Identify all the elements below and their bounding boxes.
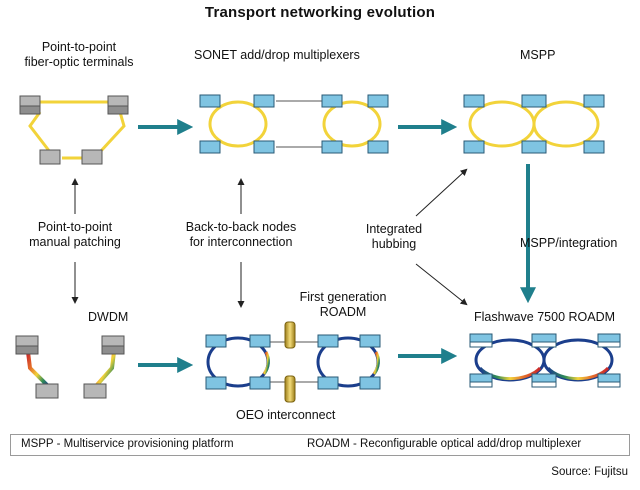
terminal-node [19, 95, 41, 115]
oeo-coupler [284, 375, 296, 403]
roadm-node [317, 376, 339, 390]
adm-node [199, 94, 221, 108]
label-mspp-integration: MSPP/integration [520, 236, 618, 250]
mspp-node [521, 140, 547, 154]
label-oeo-interconnect: OEO interconnect [236, 408, 336, 422]
p2p-terminals-network [19, 95, 129, 165]
dwdm-link [26, 351, 50, 388]
flashwave-node [531, 373, 557, 388]
adm-node [321, 94, 343, 108]
roadm-node [359, 376, 381, 390]
terminal-node [81, 149, 103, 165]
terminal-node [39, 149, 61, 165]
fiber-link [28, 111, 52, 153]
flashwave-node [469, 373, 493, 388]
flashwave-node [531, 333, 557, 348]
label-p2p-terminals: Point-to-point fiber-optic terminals [24, 40, 134, 69]
roadm-ring-highlight [372, 351, 380, 375]
adm-node [321, 140, 343, 154]
mspp-ring [468, 100, 536, 148]
label-dwdm: DWDM [88, 310, 129, 324]
label-flashwave: Flashwave 7500 ROADM [474, 310, 616, 324]
dwdm-network [15, 335, 125, 399]
label-mspp: MSPP [520, 48, 556, 62]
flashwave-network [469, 333, 621, 388]
mspp-network [463, 94, 605, 154]
flashwave-ring-highlight [478, 366, 542, 381]
dwdm-terminal [15, 335, 39, 355]
flashwave-node [469, 333, 493, 348]
diagram-title: Transport networking evolution [204, 4, 436, 21]
adm-node [253, 140, 275, 154]
sonet-adm-network [199, 94, 389, 154]
sonet-ring [208, 100, 268, 148]
roadm-node [205, 376, 227, 390]
sonet-ring [322, 100, 382, 148]
legend-roadm: ROADM - Reconfigurable optical add/drop … [307, 438, 582, 450]
label-first-gen-roadm: First generation ROADM [299, 290, 387, 319]
roadm-ring-highlight [262, 351, 270, 375]
dwdm-terminal [101, 335, 125, 355]
dwdm-terminal [83, 383, 107, 399]
label-sonet-adm: SONET add/drop multiplexers [194, 48, 360, 62]
flashwave-node [597, 373, 621, 388]
adm-node [199, 140, 221, 154]
flashwave-node [597, 333, 621, 348]
roadm-node [317, 334, 339, 348]
first-gen-roadm-network [205, 321, 381, 403]
legend-mspp: MSPP - Multiservice provisioning platfor… [21, 438, 234, 450]
arrow-hubbing-down [415, 263, 468, 306]
oeo-coupler [284, 321, 296, 349]
mspp-node [521, 94, 547, 108]
mspp-node [583, 140, 605, 154]
adm-node [367, 140, 389, 154]
dwdm-link [94, 351, 116, 388]
mspp-ring [532, 100, 600, 148]
roadm-node [205, 334, 227, 348]
mspp-node [463, 140, 485, 154]
label-integrated-hubbing: Integrated hubbing [365, 222, 423, 251]
label-p2p-patching: Point-to-point manual patching [29, 220, 121, 249]
roadm-node [249, 334, 271, 348]
mspp-node [463, 94, 485, 108]
adm-node [253, 94, 275, 108]
roadm-node [249, 376, 271, 390]
dwdm-terminal [35, 383, 59, 399]
fiber-link [98, 111, 126, 154]
terminal-node [107, 95, 129, 115]
legend-box: MSPP - Multiservice provisioning platfor… [10, 434, 630, 456]
roadm-node [359, 334, 381, 348]
adm-node [367, 94, 389, 108]
flashwave-ring-highlight [546, 366, 610, 381]
label-b2b-nodes: Back-to-back nodes for interconnection [185, 220, 297, 249]
mspp-node [583, 94, 605, 108]
arrow-hubbing-up [415, 168, 468, 217]
source-credit: Source: Fujitsu [551, 466, 628, 478]
